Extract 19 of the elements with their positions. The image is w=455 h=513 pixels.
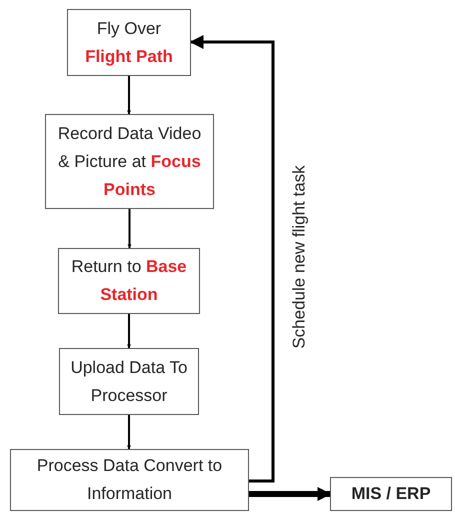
- box-text: Upload Data To Processor: [70, 356, 188, 406]
- box-text: MIS / ERP: [351, 483, 431, 505]
- process-box: [10, 449, 249, 511]
- arrow: [127, 314, 131, 348]
- box-text: Return to Base Station: [70, 256, 188, 306]
- arrow: [190, 35, 274, 482]
- process-box: [58, 248, 200, 314]
- arrow: [127, 415, 131, 450]
- process-box: [330, 477, 452, 511]
- arrow: [249, 487, 332, 501]
- arrow: [127, 76, 131, 114]
- process-box: [45, 114, 214, 209]
- process-box: [67, 9, 191, 76]
- box-text: Process Data Convert to Information: [36, 455, 224, 505]
- box-text: Fly Over Flight Path: [84, 18, 174, 68]
- edge-label: Schedule new flight task: [290, 162, 308, 350]
- arrow: [128, 209, 132, 248]
- process-box: [59, 348, 199, 415]
- box-text: Record Data Video & Picture at Focus Points: [56, 122, 202, 200]
